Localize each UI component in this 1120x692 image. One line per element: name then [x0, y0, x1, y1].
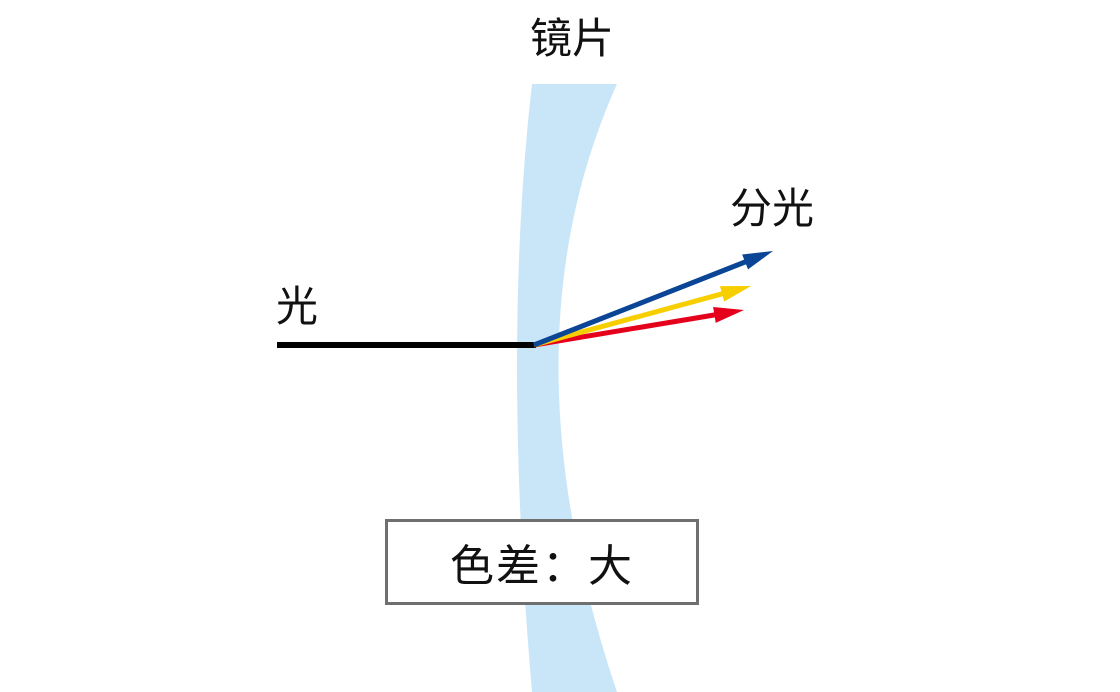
- light-label: 光: [276, 282, 319, 331]
- chromatic-aberration-box: 色差：大: [385, 519, 699, 605]
- lens-label: 镜片: [530, 14, 615, 63]
- blue-ray-shaft: [533, 258, 748, 348]
- red-ray-shaft: [533, 312, 717, 348]
- yellow-ray-shaft: [533, 290, 725, 348]
- dispersed-rays-group: [533, 251, 773, 348]
- chromatic-aberration-text: 色差：大: [450, 541, 634, 592]
- red-ray-arrowhead: [713, 307, 744, 323]
- dispersed-light-label: 分光: [730, 184, 815, 233]
- blue-ray-arrowhead: [742, 251, 773, 270]
- yellow-ray-arrowhead: [719, 286, 751, 302]
